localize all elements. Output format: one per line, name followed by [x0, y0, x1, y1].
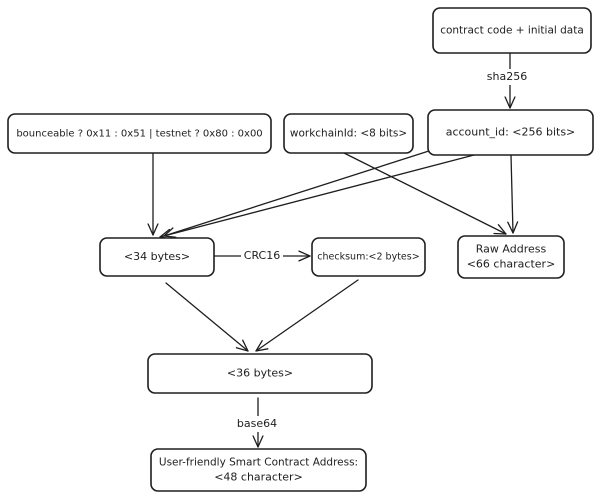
node-label: Raw Address [476, 243, 547, 256]
arrowhead-icon [235, 339, 249, 352]
edge-base64: base64 [232, 397, 282, 448]
edge-flags-to-34 [147, 152, 159, 236]
node-flags: bounceable ? 0x11 : 0x51 | testnet ? 0x8… [7, 113, 272, 154]
node-checksum: checksum:<2 bytes> [311, 237, 426, 277]
arrowhead-icon [504, 96, 516, 109]
node-label: bounceable ? 0x11 : 0x51 | testnet ? 0x8… [16, 129, 262, 140]
node-box [457, 235, 565, 279]
node-label: User-friendly Smart Contract Address: [159, 457, 358, 469]
node-bytes34: <34 bytes> [99, 237, 215, 277]
node-contract: contract code + initial data [432, 7, 592, 54]
node-box [99, 237, 215, 277]
edge-b34-to-36 [165, 282, 249, 352]
edge-label-sha256: sha256 [487, 70, 527, 83]
edge-account-to-34-a [159, 154, 475, 240]
node-box [7, 113, 272, 154]
edge-label-crc16: CRC16 [244, 249, 280, 262]
node-raw: Raw Address <66 character> [457, 235, 565, 279]
arrowhead-icon [147, 223, 159, 236]
node-account: account_id: <256 bits> [427, 109, 594, 156]
edge-sha256: sha256 [482, 52, 532, 109]
node-box [427, 109, 594, 156]
node-workchain: workchainId: <8 bits> [283, 113, 414, 154]
node-label: <66 character> [467, 258, 556, 271]
edge-account-to-34-b [163, 149, 433, 238]
arrowhead-icon [493, 224, 507, 235]
arrow-line [165, 282, 249, 352]
node-box [311, 237, 426, 277]
arrow-line [510, 154, 514, 234]
node-label: <36 bytes> [227, 367, 293, 380]
node-label: account_id: <256 bits> [446, 126, 576, 139]
node-label: <48 character> [214, 471, 303, 484]
edge-checksum-to-36 [255, 279, 359, 352]
arrow-line [159, 154, 475, 238]
node-box [432, 7, 592, 54]
node-label: workchainId: <8 bits> [290, 128, 407, 140]
nodes: contract code + initial data bounceable ?… [7, 7, 594, 492]
edge-workchain-to-raw [343, 152, 507, 235]
node-box [150, 448, 367, 492]
arrowhead-icon [507, 221, 519, 234]
edge-label-background [482, 69, 532, 85]
edge-crc16: CRC16 [213, 248, 311, 264]
arrowhead-icon [298, 250, 311, 262]
edge-label-background [232, 416, 282, 432]
node-friendly: User-friendly Smart Contract Address: <48… [150, 448, 367, 492]
edge-label-base64: base64 [237, 417, 277, 430]
node-box [283, 113, 414, 154]
arrow-line [343, 152, 507, 235]
arrowhead-icon [252, 435, 264, 448]
edge-account-to-raw [507, 154, 519, 234]
arrowhead-icon [255, 340, 269, 352]
arrow-line [255, 279, 359, 352]
node-bytes36: <36 bytes> [147, 353, 373, 394]
arrow-line [163, 149, 433, 237]
node-label: <34 bytes> [124, 250, 190, 263]
edge-label-background [241, 248, 283, 264]
node-label: contract code + initial data [440, 25, 584, 37]
node-label: checksum:<2 bytes> [317, 252, 419, 263]
node-box [147, 353, 373, 394]
arrowhead-icon [163, 227, 177, 238]
